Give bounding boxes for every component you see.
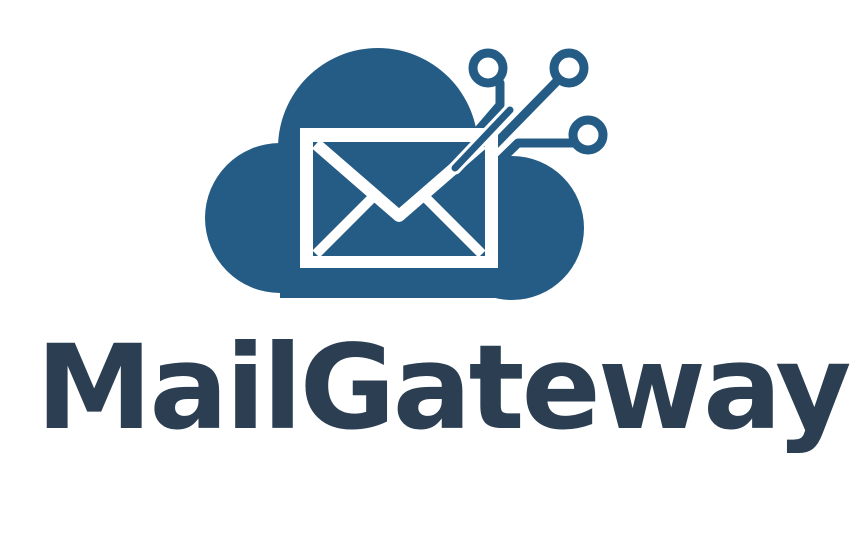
envelope-icon <box>300 103 517 268</box>
cloud-envelope-network-icon <box>205 48 608 300</box>
brand-wordmark: MailGateway <box>36 319 852 456</box>
network-nodes <box>468 48 608 155</box>
